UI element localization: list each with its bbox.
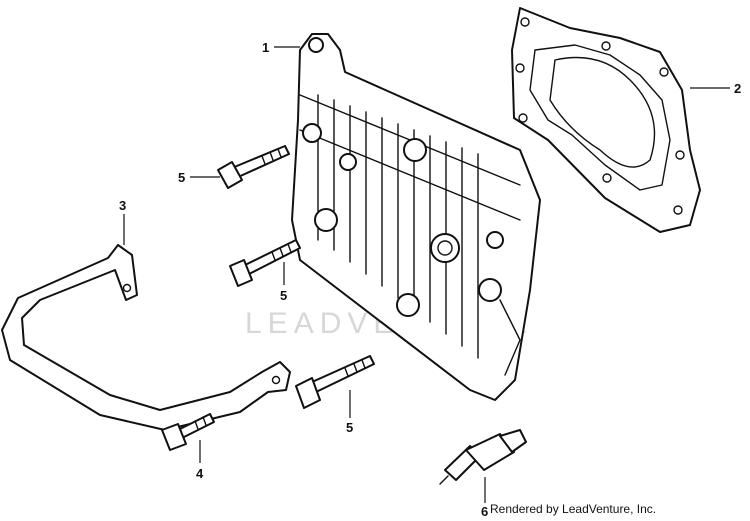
- cylinder-head: [291, 33, 541, 401]
- callout-4: 4: [196, 466, 204, 481]
- callout-5-middle: 5: [280, 288, 287, 303]
- callout-6: 6: [481, 504, 488, 519]
- bolt-lower: [295, 355, 375, 409]
- spark-plug: [439, 429, 527, 485]
- guard-bracket: [1, 244, 291, 431]
- callout-1: 1: [262, 40, 269, 55]
- callout-3: 3: [119, 198, 126, 213]
- bolt-upper: [217, 145, 290, 189]
- callout-5-lower: 5: [346, 420, 353, 435]
- callout-2: 2: [734, 81, 741, 96]
- callout-5-upper: 5: [178, 170, 185, 185]
- credit-text: Rendered by LeadVenture, Inc.: [490, 502, 657, 516]
- bolt-middle: [229, 239, 301, 287]
- bolt-short: [161, 413, 215, 451]
- head-gasket: [511, 7, 701, 233]
